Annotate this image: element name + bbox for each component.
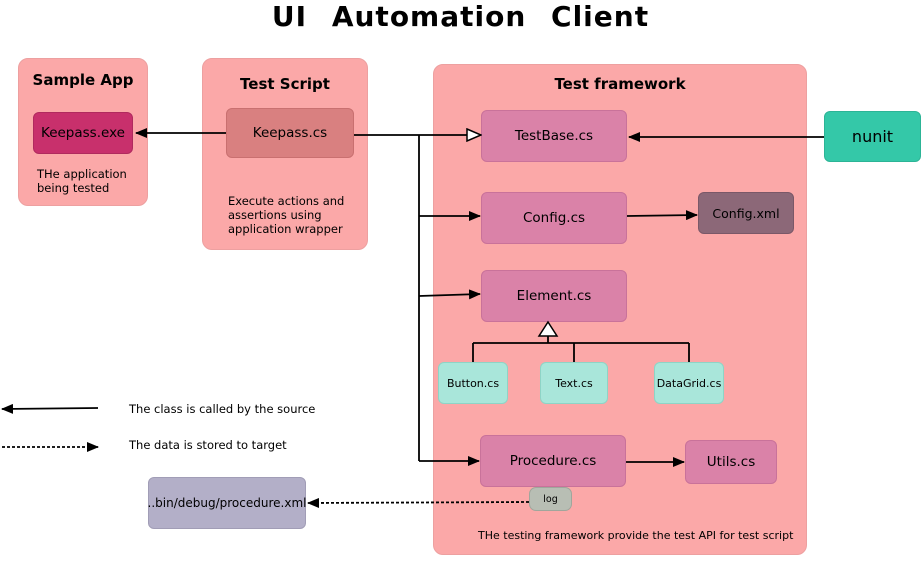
test-framework-title: Test framework <box>554 75 686 93</box>
config-xml-box: Config.xml <box>698 192 794 234</box>
element-box: Element.cs <box>481 270 627 322</box>
log-box: log <box>529 487 572 511</box>
config-box: Config.cs <box>481 192 627 244</box>
diagram-title: UI Automation Client <box>271 0 650 33</box>
sample-app-note: THe application being tested <box>37 167 127 195</box>
sample-app-title: Sample App <box>32 71 134 89</box>
procedure-box: Procedure.cs <box>480 435 626 487</box>
dashed-log-to-output <box>307 497 530 508</box>
keepass-exe-box: Keepass.exe <box>33 112 133 154</box>
testbase-box: TestBase.cs <box>481 110 627 162</box>
text-box: Text.cs <box>540 362 608 404</box>
arrow-config-to-xml <box>626 210 698 221</box>
datagrid-box: DataGrid.cs <box>654 362 724 404</box>
button-box: Button.cs <box>438 362 508 404</box>
test-script-note: Execute actions and assertions using app… <box>228 194 345 236</box>
legend-solid-arrow <box>1 403 99 414</box>
procedure-xml-output-box: ..bin/debug/procedure.xml <box>148 477 306 529</box>
keepass-cs-box: Keepass.cs <box>226 108 354 158</box>
legend-data-label: The data is stored to target <box>129 438 287 452</box>
nunit-box: nunit <box>824 111 921 162</box>
legend-call-label: The class is called by the source <box>129 402 316 416</box>
test-framework-footer: THe testing framework provide the test A… <box>478 529 794 542</box>
arrow-to-element <box>418 289 481 300</box>
utils-box: Utils.cs <box>685 440 777 484</box>
inherit-triangle <box>537 320 559 337</box>
test-script-title: Test Script <box>240 75 330 93</box>
